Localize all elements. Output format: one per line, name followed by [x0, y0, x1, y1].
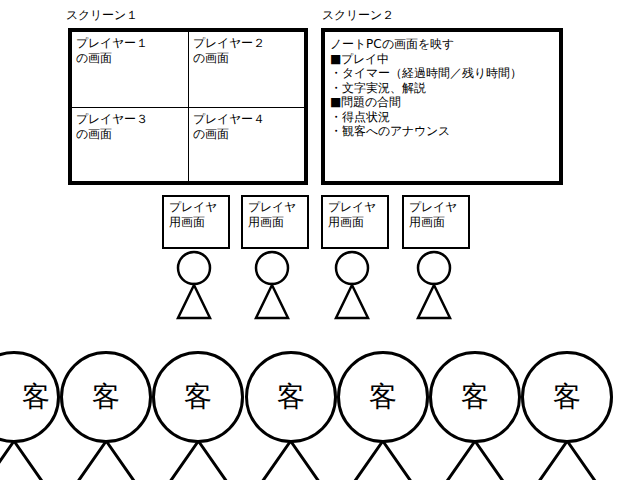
player-body [336, 285, 368, 318]
monitor-label: プレイヤ 用画面 [248, 200, 303, 229]
audience-member: 客 [429, 351, 521, 443]
audience-member: 客 [521, 351, 613, 443]
player-monitor: プレイヤ 用画面 [162, 195, 230, 249]
player-view-label: プレイヤー４ の画面 [193, 112, 272, 141]
audience-label: 客 [553, 381, 581, 413]
player-body [256, 285, 288, 318]
audience-circle [154, 353, 243, 442]
audience-circle [431, 353, 520, 442]
audience-member: 客 [60, 351, 152, 443]
player-view-cell: プレイヤー３ の画面 [72, 107, 188, 181]
audience-member: 客 [0, 351, 60, 443]
screen-label: スクリーン１ [66, 8, 138, 23]
audience-label: 客 [369, 381, 397, 413]
player-monitor: プレイヤ 用画面 [402, 195, 470, 249]
screen-box: スクリーン１プレイヤー１ の画面プレイヤー２ の画面プレイヤー３ の画面プレイヤ… [68, 28, 308, 185]
audience-circle [0, 353, 59, 442]
player-view-cell: プレイヤー１ の画面 [72, 32, 188, 107]
screen-content: ・観客へのアナウンス [330, 124, 554, 139]
screen-content: ノートPCの画面を映す [330, 37, 554, 52]
audience-body [445, 441, 505, 480]
audience-circle [246, 353, 335, 442]
player-monitor: プレイヤ 用画面 [321, 195, 389, 249]
screen-label: スクリーン２ [322, 8, 394, 23]
audience-circle [338, 353, 427, 442]
player-body [178, 285, 210, 318]
audience-member: 客 [152, 351, 244, 443]
player-figure [336, 252, 368, 318]
player-view-label: プレイヤー２ の画面 [193, 36, 272, 65]
screen-content: ・文字実況、解説 [330, 81, 554, 96]
audience-member: 客 [245, 351, 337, 443]
audience-circle [62, 353, 151, 442]
player-view-cell: プレイヤー２ の画面 [188, 32, 304, 107]
player-view-label: プレイヤー３ の画面 [76, 112, 155, 141]
player-head [336, 252, 368, 284]
audience-label: 客 [461, 381, 489, 413]
player-figure [256, 252, 288, 318]
monitor-label: プレイヤ 用画面 [409, 200, 464, 229]
audience-body [261, 441, 321, 480]
audience-body [0, 441, 44, 480]
player-monitor: プレイヤ 用画面 [241, 195, 309, 249]
audience-label: 客 [92, 381, 120, 413]
player-figure [178, 252, 210, 318]
screen-content: ・得点状況 [330, 110, 554, 125]
player-figure [418, 252, 450, 318]
audience-body [537, 441, 597, 480]
screen-content: ■問題の合間 [330, 95, 554, 110]
audience-label: 客 [277, 381, 305, 413]
audience-member: 客 [337, 351, 429, 443]
player-head [418, 252, 450, 284]
monitor-label: プレイヤ 用画面 [328, 200, 383, 229]
player-head [256, 252, 288, 284]
player-view-label: プレイヤー１ の画面 [76, 36, 155, 65]
screen-box: スクリーン２ノートPCの画面を映す■プレイ中・タイマー（経過時間／残り時間）・文… [321, 28, 563, 185]
screen-content: ■プレイ中 [330, 52, 554, 67]
audience-body [76, 441, 136, 480]
audience-circle [523, 353, 612, 442]
audience-label: 客 [184, 381, 212, 413]
audience-label: 客 [22, 381, 50, 413]
screen-content: ・タイマー（経過時間／残り時間） [330, 66, 554, 81]
audience-body [353, 441, 413, 480]
player-body [418, 285, 450, 318]
player-head [178, 252, 210, 284]
monitor-label: プレイヤ 用画面 [169, 200, 224, 229]
player-view-cell: プレイヤー４ の画面 [188, 107, 304, 181]
audience-body [168, 441, 228, 480]
